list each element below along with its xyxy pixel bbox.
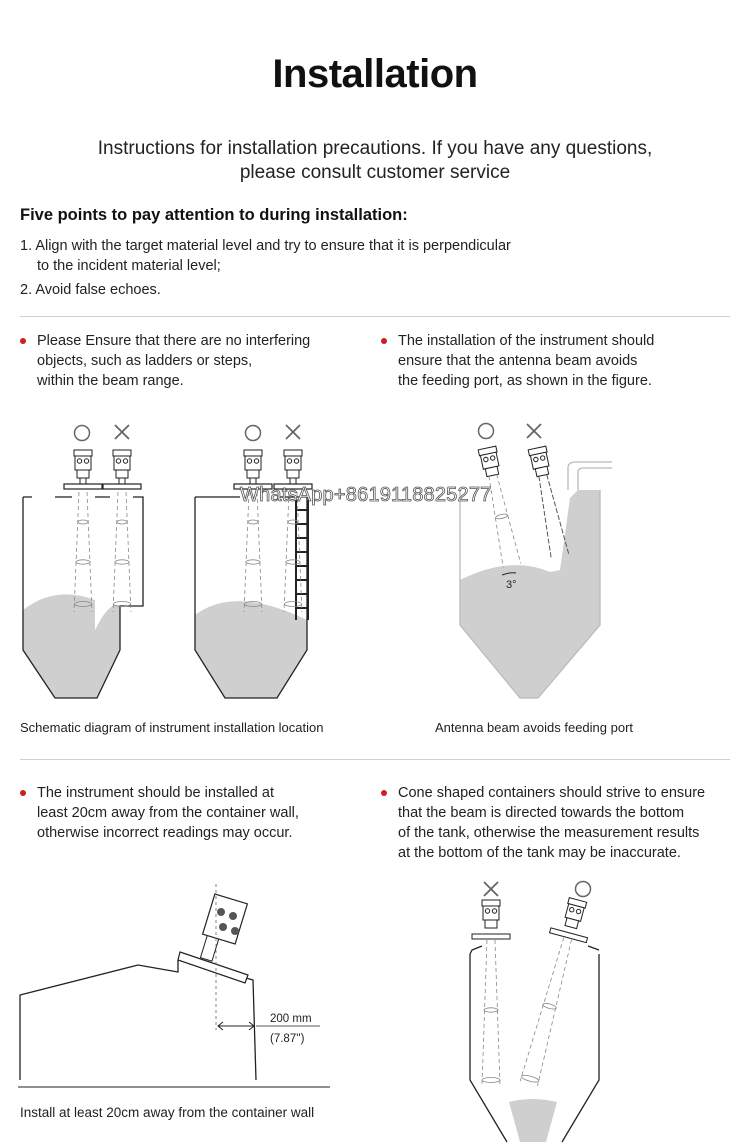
caption-installation-location: Schematic diagram of instrument installa…: [20, 720, 324, 735]
caption-feeding-port: Antenna beam avoids feeding port: [435, 720, 634, 735]
cross-icon: [285, 424, 301, 440]
distance-dimension: [217, 1021, 320, 1031]
distance-mm: 200 mm: [270, 1013, 312, 1025]
points-heading: Five points to pay attention to during i…: [20, 206, 408, 224]
cross-icon: [483, 881, 499, 897]
sensor-good: [63, 449, 103, 490]
sensor-bad: [471, 899, 511, 1086]
note-line: otherwise incorrect readings may occur.: [37, 825, 293, 841]
feeding-note: The installation of the instrument shoul…: [381, 331, 731, 391]
sensor-good: [519, 897, 589, 1086]
circle-icon: [73, 424, 91, 442]
subtitle-line-1: Instructions for installation precaution…: [97, 138, 653, 159]
note-line: Cone shaped containers should strive to …: [398, 785, 706, 801]
note-line: ensure that the antenna beam avoids: [398, 353, 638, 369]
note-line: Please Ensure that there are no interfer…: [37, 333, 311, 349]
instrument: [177, 884, 249, 1030]
bullet-dot-icon: [20, 790, 26, 796]
list-item: 1. Align with the target material level …: [20, 236, 580, 276]
bullet-dot-icon: [381, 338, 387, 344]
divider: [20, 759, 730, 760]
page-title: Installation: [272, 52, 478, 96]
circle-icon: [574, 880, 592, 898]
sensor-bad: [102, 449, 142, 490]
distance-in: (7.87''): [270, 1033, 305, 1045]
wall-note: The instrument should be installed at le…: [20, 783, 360, 843]
tank-with-step: [22, 496, 144, 699]
points-list: 1. Align with the target material level …: [20, 236, 580, 304]
list-item-line: 2. Avoid false echoes.: [20, 282, 161, 298]
cross-icon: [526, 423, 542, 439]
cone-tank: [459, 461, 612, 699]
note-line: at the bottom of the tank may be inaccur…: [398, 845, 681, 861]
circle-icon: [244, 424, 262, 442]
cross-icon: [114, 424, 130, 440]
note-line: The instrument should be installed at: [37, 785, 274, 801]
note-line: the feeding port, as shown in the figure…: [398, 373, 652, 389]
watermark: WhatsApp+8619118825277: [240, 484, 492, 507]
note-line: least 20cm away from the container wall,: [37, 805, 299, 821]
bullet-dot-icon: [20, 338, 26, 344]
feeding-port-diagram: 3°: [459, 422, 612, 699]
note-line: within the beam range.: [37, 373, 184, 389]
note-line: The installation of the instrument shoul…: [398, 333, 655, 349]
interference-note: Please Ensure that there are no interfer…: [20, 331, 360, 391]
note-line: of the tank, otherwise the measurement r…: [398, 825, 700, 841]
caption-wall-distance: Install at least 20cm away from the cont…: [20, 1105, 315, 1120]
cone-note: Cone shaped containers should strive to …: [381, 783, 731, 863]
sensor-good: [477, 445, 522, 568]
page-subtitle: Instructions for installation precaution…: [60, 137, 690, 185]
list-item: 2. Avoid false echoes.: [20, 280, 580, 300]
angle-label: 3°: [506, 579, 517, 591]
circle-icon: [477, 422, 495, 440]
note-line: objects, such as ladders or steps,: [37, 353, 253, 369]
bullet-dot-icon: [381, 790, 387, 796]
list-item-line: 1. Align with the target material level …: [20, 238, 511, 254]
divider: [20, 316, 730, 317]
subtitle-line-2: please consult customer service: [239, 162, 511, 183]
cone-tank-diagram: [469, 880, 600, 1143]
cone-tank: [469, 945, 600, 1143]
sensor-bad: [527, 445, 570, 558]
note-line: that the beam is directed towards the bo…: [398, 805, 685, 821]
tank-with-ladder: [194, 496, 308, 699]
list-item-line: to the incident material level;: [37, 258, 221, 274]
installation-location-diagram: [22, 424, 313, 699]
wall-distance-diagram: 200 mm (7.87''): [18, 884, 330, 1088]
